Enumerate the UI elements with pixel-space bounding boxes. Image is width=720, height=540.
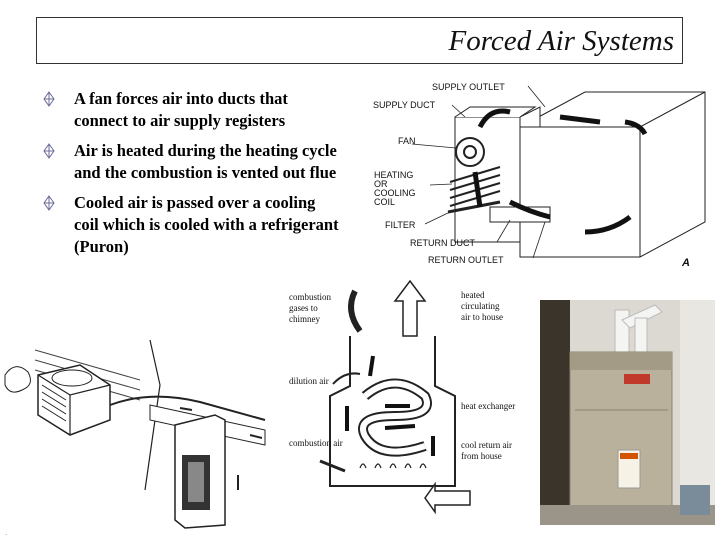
label-heat-exchanger: heat exchanger [461,401,515,411]
label-cool-return-air: cool return air [461,440,512,450]
bullet-item: Air is heated during the heating cycle a… [42,140,342,184]
label-supply-outlet: SUPPLY OUTLET [432,82,505,92]
label-dilution-air: dilution air [289,376,329,386]
label-fan: FAN [398,136,416,146]
label-combustion-gases-2: gases to [289,303,318,313]
bullet-text: A fan forces air into ducts that connect… [74,89,288,130]
label-or: OR [374,179,388,189]
duct-system-diagram: SUPPLY OUTLET SUPPLY DUCT FAN HEATING OR… [370,72,710,272]
label-cooling: COOLING [374,188,416,198]
footer-mark: . [5,528,8,537]
label-heated-air: heated [461,290,485,300]
label-coil: COIL [374,197,395,207]
bullet-text: Cooled air is passed over a cooling coil… [74,193,339,256]
label-combustion-air: combustion air [289,438,343,448]
label-combustion-gases: combustion [289,292,331,302]
bullet-item: Cooled air is passed over a cooling coil… [42,192,342,258]
title-box: Forced Air Systems [36,17,683,64]
figure-letter: A [681,257,690,269]
label-combustion-gases-3: chimney [289,314,320,324]
slide-title: Forced Air Systems [448,25,674,57]
furnace-heat-exchanger-diagram: combustion gases to chimney dilution air… [285,276,535,528]
diamond-bullet-icon [43,143,55,159]
diamond-bullet-icon [43,91,55,107]
label-return-outlet: RETURN OUTLET [428,255,504,265]
diamond-bullet-icon [43,195,55,211]
label-supply-duct: SUPPLY DUCT [373,100,436,110]
label-heated-air-3: air to house [461,312,503,322]
label-heated-air-2: circulating [461,301,500,311]
bullet-text: Air is heated during the heating cycle a… [74,141,337,182]
label-cool-return-air-2: from house [461,451,502,461]
label-return-duct: RETURN DUCT [410,238,475,248]
bullet-list: A fan forces air into ducts that connect… [42,88,342,266]
label-heating: HEATING [374,170,413,180]
label-filter: FILTER [385,220,416,230]
outdoor-unit-sketch [0,330,275,530]
furnace-photo [540,300,715,525]
bullet-item: A fan forces air into ducts that connect… [42,88,342,132]
